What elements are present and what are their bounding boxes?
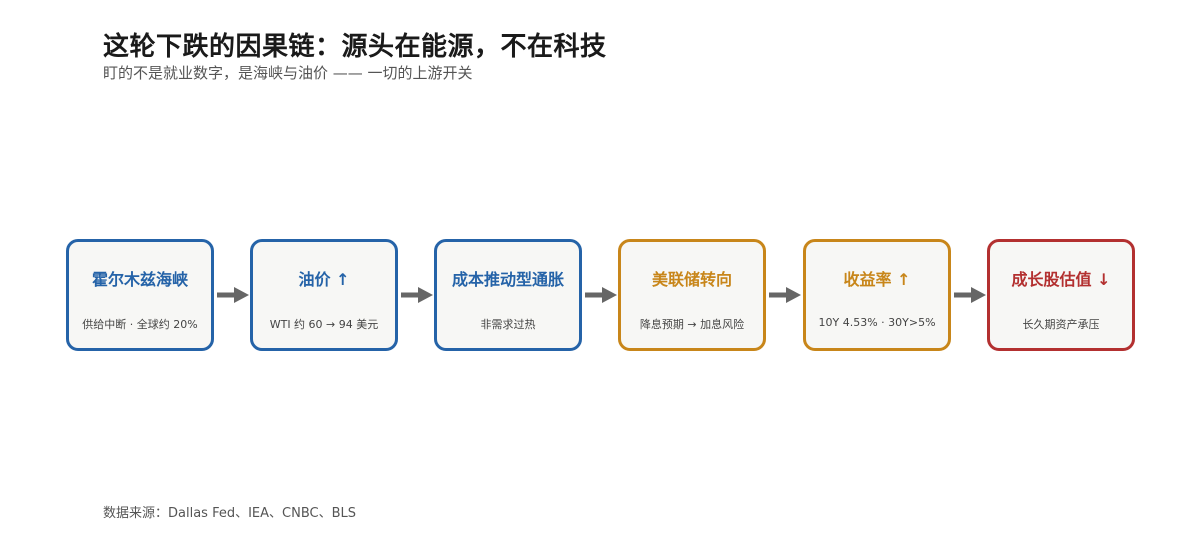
node-description: WTI 约 60 → 94 美元 — [269, 318, 379, 331]
node-growth-valuation: 成长股估值 ↓ 长久期资产承压 — [987, 239, 1135, 351]
node-description: 长久期资产承压 — [1022, 318, 1100, 331]
node-cost-push-inflation: 成本推动型通胀 非需求过热 — [434, 239, 582, 351]
node-description: 10Y 4.53% · 30Y>5% — [818, 316, 936, 329]
node-label: 收益率 ↑ — [843, 270, 911, 289]
node-label: 成本推动型通胀 — [451, 270, 564, 289]
data-source-note: 数据来源：Dallas Fed、IEA、CNBC、BLS — [103, 506, 357, 521]
node-label: 美联储转向 — [651, 270, 732, 289]
arrow-right-icon — [769, 287, 801, 303]
node-description: 供给中断 · 全球约 20% — [82, 318, 198, 331]
page-title: 这轮下跌的因果链：源头在能源，不在科技 — [103, 32, 607, 62]
node-label: 霍尔木兹海峡 — [91, 270, 188, 289]
node-yields-rise: 收益率 ↑ 10Y 4.53% · 30Y>5% — [803, 239, 951, 351]
node-fed-pivot: 美联储转向 降息预期 → 加息风险 — [618, 239, 766, 351]
arrow-right-icon — [954, 287, 986, 303]
node-description: 降息预期 → 加息风险 — [639, 318, 745, 331]
node-label: 油价 ↑ — [298, 270, 350, 289]
arrow-right-icon — [217, 287, 249, 303]
arrow-right-icon — [585, 287, 617, 303]
arrow-right-icon — [401, 287, 433, 303]
page-subtitle: 盯的不是就业数字，是海峡与油价 —— 一切的上游开关 — [103, 64, 473, 82]
node-label: 成长股估值 ↓ — [1011, 270, 1111, 289]
node-oil-price: 油价 ↑ WTI 约 60 → 94 美元 — [250, 239, 398, 351]
node-description: 非需求过热 — [480, 318, 536, 331]
node-hormuz-strait: 霍尔木兹海峡 供给中断 · 全球约 20% — [66, 239, 214, 351]
